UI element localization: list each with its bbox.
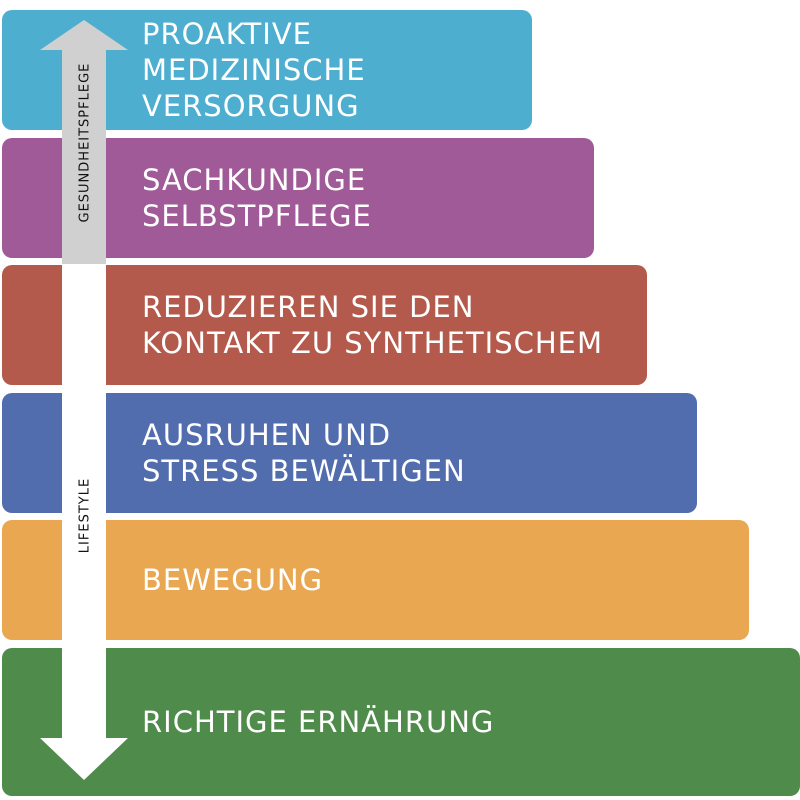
axis-label-healthcare: GESUNDHEITSPFLEGE: [77, 62, 93, 223]
arrow-top-head: [40, 20, 128, 50]
arrow-bottom-head: [40, 738, 128, 780]
tier-exercise: BEWEGUNG: [2, 520, 749, 640]
tier-label: REDUZIEREN SIE DEN KONTAKT ZU SYNTHETISC…: [142, 290, 603, 360]
tier-label: SACHKUNDIGE SELBSTPFLEGE: [142, 163, 372, 233]
arrow-shaft-top: [62, 49, 106, 265]
tier-label: BEWEGUNG: [142, 563, 324, 597]
tier-reduce-synthetics: REDUZIEREN SIE DEN KONTAKT ZU SYNTHETISC…: [2, 265, 647, 385]
tier-label: PROAKTIVE MEDIZINISCHE VERSORGUNG: [142, 17, 366, 123]
tier-nutrition: RICHTIGE ERNÄHRUNG: [2, 648, 800, 796]
tier-label: AUSRUHEN UND STRESS BEWÄLTIGEN: [142, 418, 466, 488]
tier-rest-stress: AUSRUHEN UND STRESS BEWÄLTIGEN: [2, 393, 697, 513]
tier-label: RICHTIGE ERNÄHRUNG: [142, 705, 495, 739]
arrow-shaft-bottom: [62, 264, 106, 738]
double-arrow-icon: [40, 20, 128, 780]
axis-label-lifestyle: LIFESTYLE: [77, 477, 93, 554]
